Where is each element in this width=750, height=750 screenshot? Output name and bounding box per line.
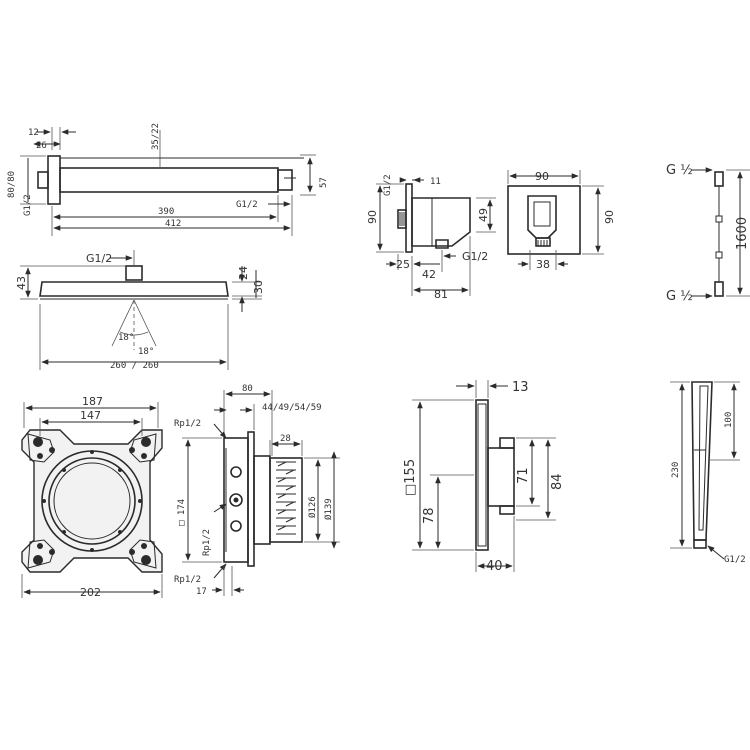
dim-30: 30 [252, 280, 265, 294]
label-g12-arm-right: G1/2 [236, 200, 258, 210]
dim-49: 49 [477, 208, 490, 222]
dim-25: 25 [396, 258, 410, 271]
dim-390: 390 [158, 207, 174, 217]
dim-174: □ 174 [177, 499, 187, 526]
shower-arm-drawing: 12 26 35/22 80/80 G1/2 57 G1/2 390 412 [7, 123, 329, 236]
dim-230: 230 [671, 462, 681, 478]
angle-18-b: 18° [138, 347, 154, 357]
basic-set-side-drawing: Rp1/2 Rp1/2 Rp1/2 80 44/49/54/59 28 □ 17… [174, 384, 340, 597]
dim-78: 78 [422, 507, 437, 524]
dim-24: 24 [237, 266, 250, 280]
label-g12-outlet-bottom: G1/2 [462, 250, 488, 263]
label-g12-hand: G1/2 [724, 555, 746, 565]
label-g12-overhead: G1/2 [86, 252, 112, 265]
dim-40: 40 [486, 559, 503, 574]
dim-80-side: 80 [242, 384, 253, 394]
dim-38: 38 [536, 258, 550, 271]
dim-13: 13 [512, 380, 529, 395]
basic-set-front-drawing: 187 147 202 [21, 395, 163, 599]
dim-260: 260 / 260 [110, 361, 159, 371]
dim-80-80: 80/80 [7, 171, 17, 198]
dim-57: 57 [319, 177, 329, 188]
wall-outlet-front-drawing: 90 90 38 [507, 170, 616, 271]
hand-shower-drawing: 230 100 G1/2 [670, 381, 746, 565]
thermostat-drawing: 13 □155 78 71 84 40 [403, 380, 565, 574]
dim-90-front-right: 90 [603, 210, 616, 224]
dim-155: □155 [403, 459, 418, 496]
label-g-half-bottom: G ½ [666, 289, 693, 304]
label-rp12-bottom: Rp1/2 [174, 575, 201, 585]
label-rp12-top: Rp1/2 [174, 419, 201, 429]
wall-outlet-side-drawing: G1/2 11 90 49 25 42 G1/2 81 [366, 174, 496, 301]
dim-81: 81 [434, 288, 448, 301]
dim-35-22: 35/22 [151, 123, 161, 150]
label-g-half-top: G ½ [666, 163, 693, 178]
dim-1600: 1600 [735, 217, 750, 250]
dim-71: 71 [516, 467, 531, 484]
shower-hose-drawing: G ½ G ½ 1600 [666, 163, 750, 304]
dim-42: 42 [422, 268, 436, 281]
dim-44-49-54-59: 44/49/54/59 [262, 403, 322, 413]
dim-84: 84 [550, 473, 565, 490]
label-rp12-mid: Rp1/2 [202, 529, 212, 556]
dim-90-front-top: 90 [535, 170, 549, 183]
dim-202: 202 [80, 586, 101, 599]
dim-412: 412 [165, 219, 181, 229]
dim-43: 43 [15, 276, 28, 290]
dim-147: 147 [80, 409, 101, 422]
label-g12-arm-left: G1/2 [23, 194, 33, 216]
label-g12-outlet-top: G1/2 [383, 174, 393, 196]
dim-90-side: 90 [366, 210, 379, 224]
dim-100: 100 [724, 412, 734, 428]
dim-26: 26 [36, 141, 47, 151]
angle-18-a: 18° [118, 333, 134, 343]
dim-17: 17 [196, 587, 207, 597]
dim-187: 187 [82, 395, 103, 408]
dim-126: Ø126 [307, 496, 318, 518]
dim-139: Ø139 [323, 498, 334, 520]
dim-28: 28 [280, 434, 291, 444]
dim-12: 12 [28, 128, 39, 138]
overhead-shower-drawing: G1/2 43 24 30 18° 18° 260 / 260 [15, 250, 265, 371]
dim-11: 11 [430, 177, 441, 187]
